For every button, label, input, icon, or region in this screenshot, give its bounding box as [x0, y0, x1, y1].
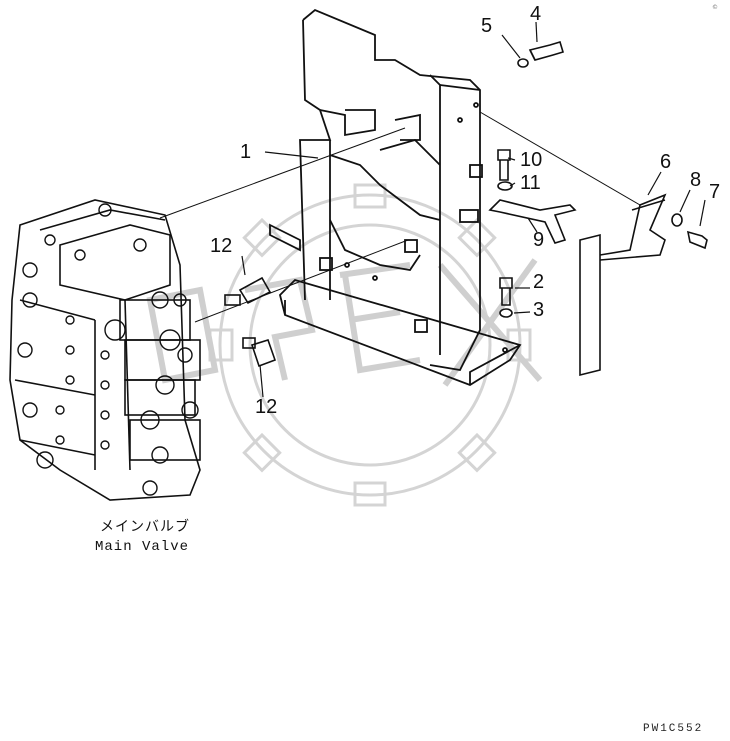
drawing-code: PW1C552 — [643, 723, 704, 735]
callout-5: 5 — [481, 15, 493, 37]
hardware-parts — [488, 41, 708, 377]
callout-12-lower: 12 — [255, 396, 278, 418]
callout-9: 9 — [533, 229, 545, 251]
copyright-mark: © — [712, 4, 718, 11]
callout-4: 4 — [530, 3, 542, 25]
callout-12-upper: 12 — [210, 235, 233, 257]
callout-2: 2 — [533, 271, 545, 293]
callout-7: 7 — [709, 181, 721, 203]
pressure-sensors-12 — [224, 276, 277, 368]
callout-10: 10 — [520, 149, 543, 171]
caption-english: Main Valve — [95, 539, 190, 555]
main-valve-drawing — [9, 199, 201, 501]
callout-3: 3 — [533, 299, 545, 321]
caption-japanese: メインバルブ — [100, 520, 190, 536]
callout-8: 8 — [690, 169, 702, 191]
callout-1: 1 — [240, 141, 252, 163]
watermark-logo — [146, 183, 543, 507]
callout-11: 11 — [520, 172, 541, 194]
bracket-part-1 — [269, 8, 522, 386]
callout-6: 6 — [660, 151, 672, 173]
leader-lines — [159, 21, 706, 398]
